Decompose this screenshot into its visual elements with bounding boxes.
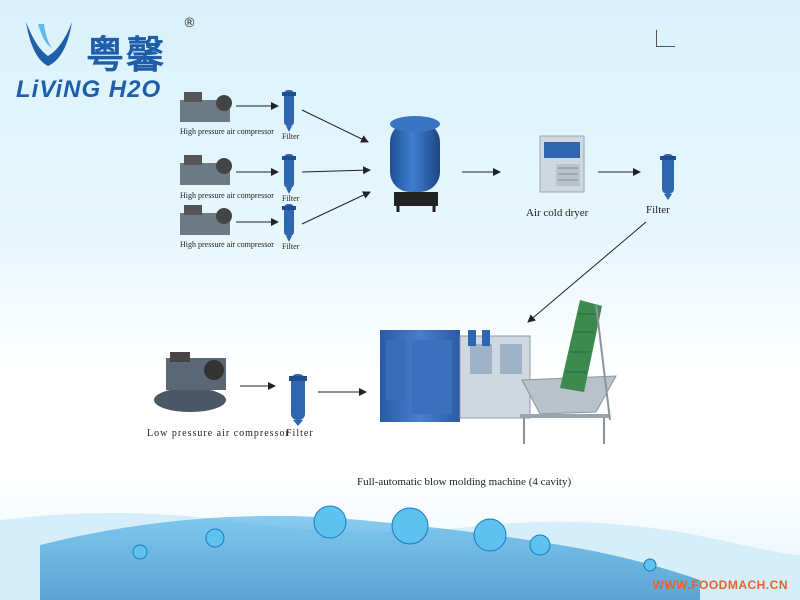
label-filter-3: Filter [282,242,300,251]
blow-molding-machine [380,330,531,422]
filter-dryer [660,154,676,200]
label-lp-compressor: Low pressure air compressor [147,428,290,439]
label-filter-1: Filter [282,132,300,141]
filter-lp [289,374,307,426]
filter-3 [282,204,296,242]
corner-mark [656,30,675,47]
arrow-filter-blow-machine [527,221,647,323]
arrow-f2-tank [301,166,371,175]
registered-mark: ® [183,16,196,31]
label-hp-compressor-1: High pressure air compressor [180,127,274,136]
arrow-f1-tank [301,109,369,143]
watermark-text: WWW.FOODMACH.CN [652,578,788,592]
arrow-f3-tank [301,191,371,225]
label-air-cold-dryer: Air cold dryer [526,207,589,219]
lp-compressor [154,352,226,412]
label-hp-compressor-3: High pressure air compressor [180,240,274,249]
preform-feeder-conveyor [520,300,617,444]
label-filter-2: Filter [282,194,300,203]
label-filter-lp: Filter [286,428,314,439]
filter-1 [282,90,296,132]
filter-2 [282,154,296,194]
brand-name-en: LiViNG H2O [16,76,162,103]
hp-compressor-1 [180,92,232,122]
air-cold-dryer [539,135,585,193]
water-wave-decoration [0,505,800,600]
label-blow-molding-machine: Full-automatic blow molding machine (4 c… [357,476,572,488]
hp-compressor-3 [180,205,232,235]
label-hp-compressor-2: High pressure air compressor [180,191,274,200]
air-storage-tank [390,116,440,212]
brand-name-cn: 粤馨 [86,33,167,77]
hp-compressor-2 [180,155,232,185]
brand-logo-icon [26,22,72,66]
label-filter-dryer: Filter [646,204,670,216]
